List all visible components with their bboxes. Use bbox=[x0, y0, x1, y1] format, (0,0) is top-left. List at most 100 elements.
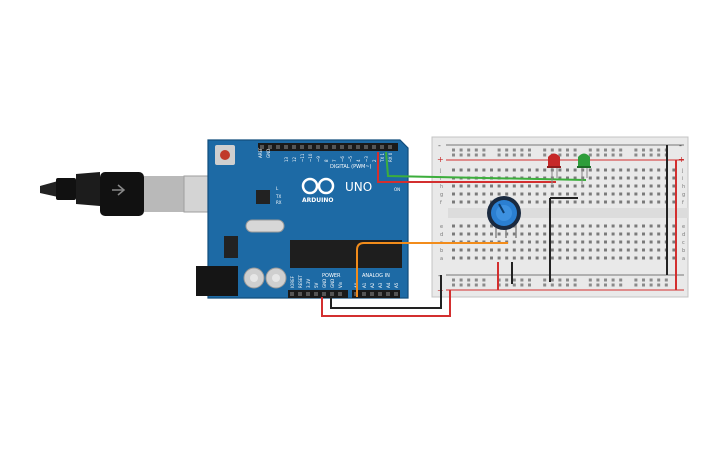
breadboard-hole bbox=[619, 248, 623, 252]
breadboard-hole bbox=[474, 224, 478, 228]
breadboard-hole bbox=[452, 153, 455, 157]
breadboard-hole bbox=[657, 148, 661, 152]
breadboard-hole bbox=[657, 184, 661, 188]
breadboard-hole bbox=[543, 248, 547, 252]
breadboard-hole bbox=[482, 278, 486, 282]
breadboard-hole bbox=[604, 148, 607, 152]
breadboard-hole bbox=[490, 256, 493, 260]
breadboard-hole bbox=[520, 200, 524, 204]
power-pin-label: 5V bbox=[314, 282, 319, 288]
row-letter: a bbox=[440, 256, 443, 262]
breadboard-hole bbox=[649, 192, 653, 196]
breadboard-hole bbox=[467, 168, 471, 172]
breadboard-hole bbox=[543, 224, 547, 228]
breadboard-hole bbox=[520, 248, 524, 252]
breadboard-hole bbox=[588, 200, 592, 204]
breadboard-hole bbox=[490, 248, 493, 252]
header-hole bbox=[276, 145, 280, 149]
rail-minus-bottom-left: - bbox=[438, 271, 441, 280]
breadboard-hole bbox=[657, 283, 661, 287]
breadboard-hole bbox=[619, 256, 623, 260]
breadboard-hole bbox=[459, 153, 463, 157]
breadboard-hole bbox=[619, 283, 623, 287]
breadboard-hole bbox=[611, 224, 615, 228]
breadboard-hole bbox=[543, 192, 547, 196]
breadboard-hole bbox=[452, 184, 455, 188]
breadboard-hole bbox=[467, 192, 471, 196]
breadboard-hole bbox=[611, 278, 615, 282]
header-hole bbox=[316, 145, 320, 149]
breadboard-hole bbox=[512, 153, 516, 157]
breadboard-hole bbox=[543, 184, 547, 188]
breadboard-hole bbox=[474, 168, 478, 172]
rail-plus-top-left: + bbox=[437, 155, 444, 164]
breadboard-hole bbox=[573, 153, 577, 157]
breadboard-hole bbox=[505, 192, 509, 196]
breadboard-hole bbox=[467, 248, 471, 252]
breadboard-hole bbox=[672, 168, 676, 172]
breadboard-hole bbox=[649, 283, 653, 287]
breadboard-hole bbox=[452, 232, 455, 236]
breadboard-hole bbox=[550, 200, 554, 204]
breadboard-hole bbox=[626, 232, 630, 236]
breadboard-hole bbox=[497, 278, 501, 282]
breadboard-hole bbox=[649, 240, 653, 244]
arduino-uno-board[interactable]: UNO ARDUINO DIGITAL (PWM~) POWER ANALOG … bbox=[196, 139, 409, 299]
breadboard-hole bbox=[467, 232, 471, 236]
green-led[interactable] bbox=[577, 153, 591, 185]
breadboard-hole bbox=[512, 232, 516, 236]
breadboard-hole bbox=[588, 232, 592, 236]
header-hole bbox=[292, 145, 296, 149]
breadboard-hole bbox=[467, 256, 471, 260]
digital-pin-label: TX 1 bbox=[380, 153, 385, 163]
breadboard-hole bbox=[588, 148, 592, 152]
breadboard-hole bbox=[672, 192, 676, 196]
breadboard-hole bbox=[619, 153, 623, 157]
header-hole bbox=[314, 292, 318, 296]
breadboard-hole bbox=[512, 278, 516, 282]
breadboard-hole bbox=[596, 192, 600, 196]
breadboard-hole bbox=[626, 240, 630, 244]
breadboard-hole bbox=[581, 192, 585, 196]
rail-plus-top-right: + bbox=[678, 155, 685, 164]
breadboard-hole bbox=[672, 200, 676, 204]
breadboard-hole bbox=[535, 184, 539, 188]
header-hole bbox=[260, 145, 264, 149]
breadboard-hole bbox=[596, 256, 600, 260]
breadboard-hole bbox=[566, 192, 569, 196]
breadboard-hole bbox=[604, 153, 607, 157]
breadboard-hole bbox=[649, 168, 653, 172]
header-hole bbox=[308, 145, 312, 149]
breadboard-hole bbox=[497, 168, 501, 172]
breadboard-hole bbox=[649, 148, 653, 152]
power-pin-label: Vin bbox=[338, 281, 343, 288]
breadboard-hole bbox=[581, 200, 585, 204]
row-letter: i bbox=[682, 176, 683, 182]
breadboard-hole bbox=[634, 192, 638, 196]
breadboard-hole bbox=[497, 248, 501, 252]
l-led-label: L bbox=[276, 186, 279, 191]
breadboard-hole bbox=[543, 278, 547, 282]
breadboard-hole bbox=[573, 283, 577, 287]
row-letter: h bbox=[682, 184, 685, 190]
breadboard-hole bbox=[649, 224, 653, 228]
header-hole bbox=[372, 145, 376, 149]
breadboard-hole bbox=[528, 153, 531, 157]
potentiometer[interactable] bbox=[487, 196, 521, 238]
breadboard-hole bbox=[482, 153, 486, 157]
breadboard-hole bbox=[649, 184, 653, 188]
breadboard-hole bbox=[611, 153, 615, 157]
breadboard-hole bbox=[535, 200, 539, 204]
breadboard-hole bbox=[611, 192, 615, 196]
header-hole bbox=[378, 292, 382, 296]
red-led[interactable] bbox=[547, 153, 561, 185]
breadboard-hole bbox=[535, 192, 539, 196]
breadboard-hole bbox=[543, 153, 547, 157]
breadboard-hole bbox=[604, 176, 607, 180]
breadboard-hole bbox=[550, 278, 554, 282]
row-letter: e bbox=[682, 224, 685, 230]
header-hole bbox=[362, 292, 366, 296]
breadboard-hole bbox=[520, 240, 524, 244]
on-label: ON bbox=[394, 187, 400, 192]
